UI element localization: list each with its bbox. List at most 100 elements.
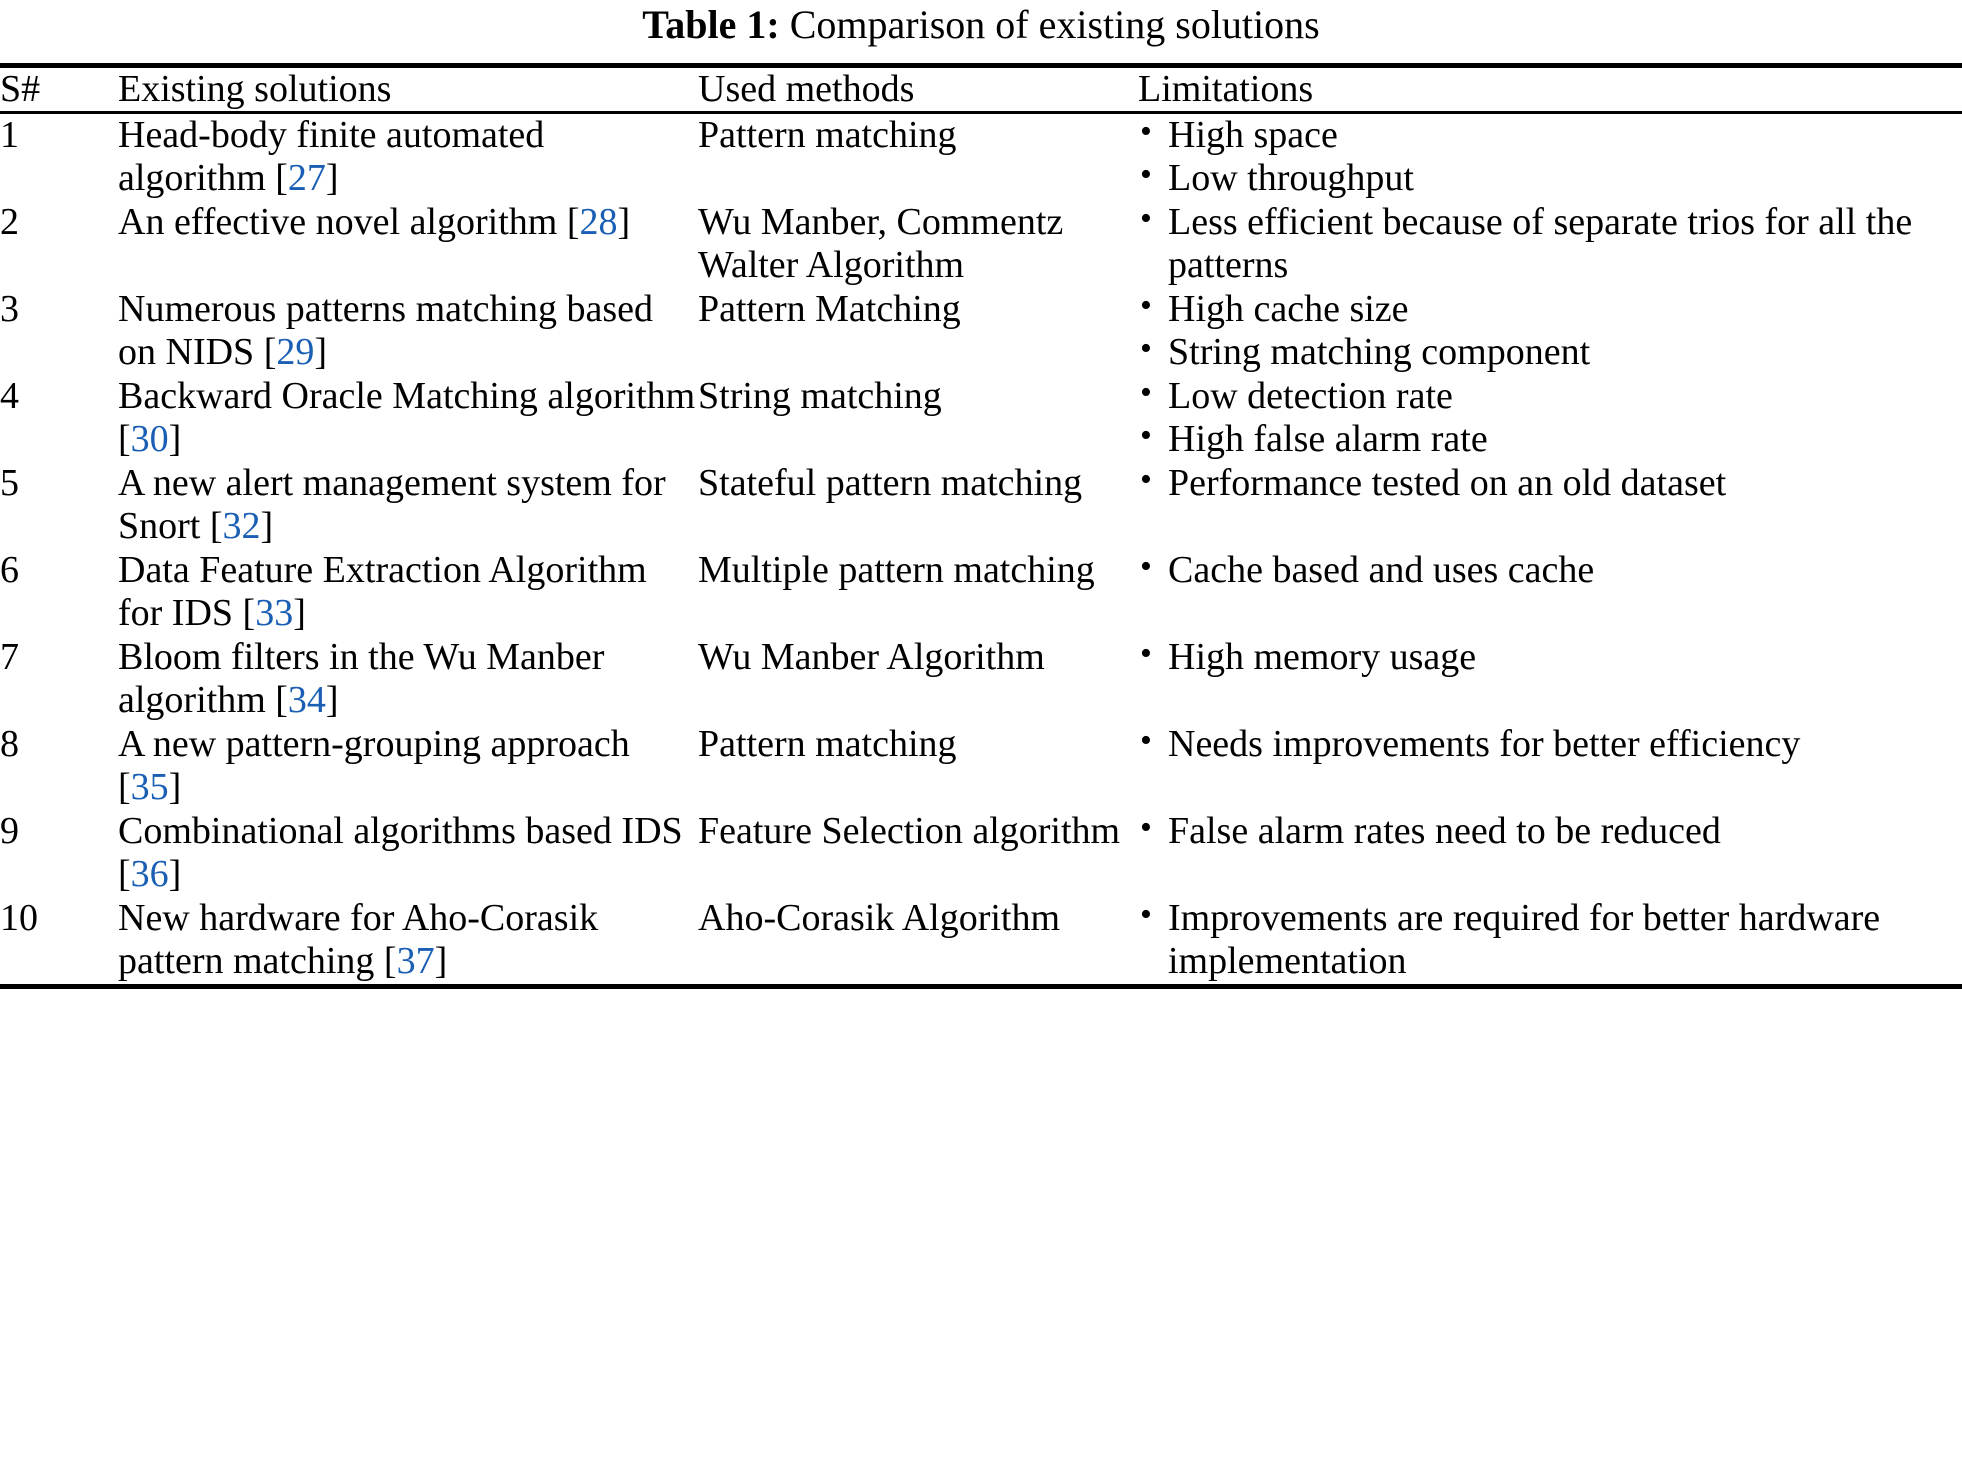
cell-serial-number: 8	[0, 722, 19, 765]
reference-link[interactable]: 29	[276, 331, 315, 374]
cell-used-method: Multiple pattern matching	[698, 548, 1095, 591]
cell-existing-solution: Head-body finite automated algorithm [27…	[118, 114, 698, 201]
table-top-rule	[0, 63, 1962, 68]
reference-bracket-close: ]	[168, 418, 182, 461]
cell-existing-solution: Data Feature Extraction Algorithm for ID…	[118, 549, 698, 636]
limitation-item: Low detection rate	[1138, 374, 1962, 419]
reference-bracket-open: [	[275, 679, 288, 722]
reference-link[interactable]: 36	[130, 853, 169, 896]
header-limitations: Limitations	[1138, 68, 1314, 110]
reference-bracket-close: ]	[260, 505, 274, 548]
comparison-table-body: 1 Head-body finite automated algorithm [2…	[0, 113, 1962, 984]
cell-serial-number: 5	[0, 461, 19, 504]
reference-bracket-open: [	[566, 200, 580, 243]
cell-serial-number: 2	[0, 200, 19, 243]
reference-bracket-close: ]	[168, 766, 182, 809]
limitation-item: Improvements are required for better har…	[1138, 896, 1962, 984]
reference-bracket-open: [	[118, 418, 131, 461]
limitation-item: High cache size	[1138, 287, 1962, 332]
reference-bracket-open: [	[263, 331, 277, 374]
reference-link[interactable]: 30	[130, 418, 169, 461]
cell-limitations: Improvements are required for better har…	[1138, 896, 1962, 984]
cell-limitations: Less efficient because of separate trios…	[1138, 200, 1962, 288]
reference-bracket-close: ]	[434, 940, 448, 983]
solution-text: A new pattern-grouping approach	[118, 722, 630, 765]
cell-used-method: Aho-Corasik Algorithm	[698, 896, 1061, 939]
solution-text: Combinational algorithms based IDS	[118, 809, 683, 852]
table-row: 2 An effective novel algorithm [28]Wu Man…	[0, 200, 1962, 288]
caption-text: Comparison of existing solutions	[789, 2, 1320, 47]
table-header-rule	[0, 110, 1962, 114]
table-row: 1 Head-body finite automated algorithm [2…	[0, 113, 1962, 201]
limitations-list: High spaceLow throughput	[1138, 113, 1962, 201]
limitation-item: High space	[1138, 113, 1962, 158]
reference-link[interactable]: 35	[130, 766, 169, 809]
reference-bracket-close: ]	[325, 679, 339, 722]
reference-link[interactable]: 34	[287, 679, 326, 722]
cell-serial-number: 7	[0, 635, 19, 678]
reference-bracket-open: [	[209, 505, 223, 548]
cell-limitations: Needs improvements for better efficiency	[1138, 722, 1962, 810]
table-row: 6 Data Feature Extraction Algorithm for I…	[0, 548, 1962, 636]
limitation-item: Low throughput	[1138, 156, 1962, 201]
solution-text: Bloom filters in the Wu Manber algorithm	[118, 635, 605, 722]
header-solutions: Existing solutions	[118, 68, 392, 110]
limitations-list: Needs improvements for better efficiency	[1138, 722, 1962, 767]
cell-existing-solution: A new pattern-grouping approach [35]	[118, 723, 698, 810]
reference-bracket-open: [	[383, 940, 397, 983]
cell-existing-solution: Combinational algorithms based IDS [36]	[118, 810, 698, 897]
cell-serial-number: 9	[0, 809, 19, 852]
limitation-item: Performance tested on an old dataset	[1138, 461, 1962, 506]
caption-label: Table 1:	[642, 2, 780, 47]
reference-link[interactable]: 37	[396, 940, 435, 983]
limitations-list: Low detection rateHigh false alarm rate	[1138, 374, 1962, 462]
solution-text: A new alert management system for Snort	[118, 461, 666, 548]
reference-link[interactable]: 27	[287, 157, 326, 200]
header-sn: S#	[0, 68, 41, 110]
cell-used-method: Stateful pattern matching	[698, 461, 1083, 504]
reference-bracket-close: ]	[293, 592, 306, 635]
cell-used-method: Pattern Matching	[698, 287, 961, 330]
solution-text: An effective novel algorithm	[118, 200, 558, 243]
reference-bracket-close: ]	[314, 331, 327, 374]
cell-serial-number: 1	[0, 113, 19, 156]
reference-bracket-open: [	[275, 157, 288, 200]
table-row: 5 A new alert management system for Snort…	[0, 461, 1962, 549]
table-row: 9 Combinational algorithms based IDS [36]…	[0, 809, 1962, 897]
reference-link[interactable]: 33	[255, 592, 294, 635]
reference-bracket-open: [	[242, 592, 256, 635]
cell-existing-solution: An effective novel algorithm [28]	[118, 201, 698, 288]
limitations-list: High cache sizeString matching component	[1138, 287, 1962, 375]
cell-limitations: Low detection rateHigh false alarm rate	[1138, 374, 1962, 462]
limitations-list: Cache based and uses cache	[1138, 548, 1962, 593]
cell-used-method: Wu Manber, Commentz Walter Algorithm	[698, 200, 1064, 287]
cell-limitations: False alarm rates need to be reduced	[1138, 809, 1962, 897]
table-bottom-rule	[0, 983, 1962, 989]
cell-existing-solution: A new alert management system for Snort …	[118, 462, 698, 549]
solution-text: New hardware for Aho-Corasik pattern mat…	[118, 896, 599, 983]
limitation-item: False alarm rates need to be reduced	[1138, 809, 1962, 854]
cell-used-method: Pattern matching	[698, 722, 957, 765]
cell-existing-solution: Numerous patterns matching based on NIDS…	[118, 288, 698, 375]
reference-bracket-close: ]	[168, 853, 182, 896]
cell-serial-number: 6	[0, 548, 19, 591]
table-caption: Table 1: Comparison of existing solution…	[0, 0, 1962, 46]
cell-limitations: High spaceLow throughput	[1138, 113, 1962, 201]
reference-bracket-open: [	[118, 766, 131, 809]
reference-link[interactable]: 28	[579, 200, 618, 243]
cell-used-method: Feature Selection algorithm	[698, 809, 1121, 852]
table-row: 7 Bloom filters in the Wu Manber algorith…	[0, 635, 1962, 723]
limitation-item: String matching component	[1138, 330, 1962, 375]
reference-bracket-close: ]	[325, 157, 339, 200]
cell-existing-solution: New hardware for Aho-Corasik pattern mat…	[118, 897, 698, 984]
cell-used-method: Wu Manber Algorithm	[698, 635, 1045, 678]
table-row: 3 Numerous patterns matching based on NID…	[0, 287, 1962, 375]
cell-limitations: High cache sizeString matching component	[1138, 287, 1962, 375]
limitation-item: Less efficient because of separate trios…	[1138, 200, 1962, 288]
reference-link[interactable]: 32	[222, 505, 261, 548]
cell-limitations: Cache based and uses cache	[1138, 548, 1962, 636]
cell-serial-number: 3	[0, 287, 19, 330]
